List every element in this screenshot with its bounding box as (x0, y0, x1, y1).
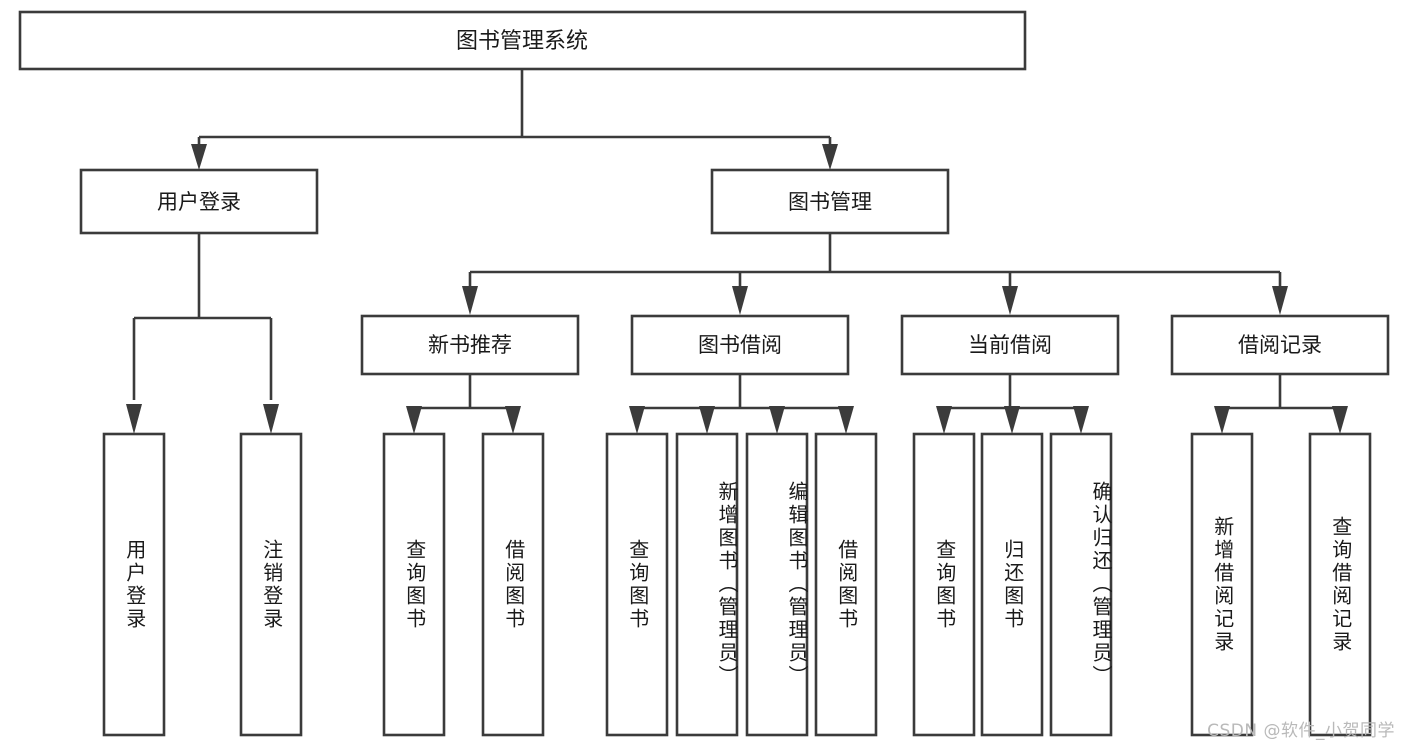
leaf-rect-group (102, 432, 1372, 737)
edge-group-user-login-to-leaves (126, 233, 279, 434)
node-borrow-record[interactable]: 借阅记录 (1170, 314, 1390, 376)
arrow-bm-new-book (462, 286, 478, 315)
edge-group-current-borrow-to-leaves (936, 374, 1089, 434)
arrow-br-leaf-2 (1332, 406, 1348, 434)
arrow-bb-leaf-3 (769, 406, 785, 434)
node-book-borrow[interactable]: 图书借阅 (630, 314, 850, 376)
arrow-bm-borrow-record (1272, 286, 1288, 315)
leaf-rect-book-borrow-3[interactable] (745, 432, 809, 737)
arrow-bb-leaf-4 (838, 406, 854, 434)
node-new-book-recommend-label: 新书推荐 (428, 333, 512, 357)
node-book-manage-rect[interactable] (710, 168, 950, 235)
arrow-br-leaf-1 (1214, 406, 1230, 434)
arrow-bb-leaf-1 (629, 406, 645, 434)
arrow-bm-book-borrow (732, 286, 748, 315)
arrow-root-to-user-login (191, 144, 207, 170)
leaf-rect-user-login-1[interactable] (102, 432, 166, 737)
node-book-manage[interactable]: 图书管理 (710, 168, 950, 235)
node-root[interactable]: 图书管理系统 (18, 10, 1027, 71)
node-book-borrow-rect[interactable] (630, 314, 850, 376)
arrow-bm-current-borrow (1002, 286, 1018, 315)
node-user-login-label: 用户登录 (157, 190, 241, 214)
leaf-rect-borrow-record-2[interactable] (1308, 432, 1372, 737)
arrow-cb-leaf-2 (1004, 406, 1020, 434)
watermark-text: CSDN @软件_小贺同学 (1207, 721, 1395, 741)
leaf-rect-book-borrow-1[interactable] (605, 432, 669, 737)
arrow-cb-leaf-3 (1073, 406, 1089, 434)
node-root-rect[interactable] (18, 10, 1027, 71)
node-current-borrow-rect[interactable] (900, 314, 1120, 376)
node-new-book-recommend-rect[interactable] (360, 314, 580, 376)
leaf-rect-current-borrow-2[interactable] (980, 432, 1044, 737)
arrow-user-login-leaf-2 (263, 404, 279, 434)
node-user-login-rect[interactable] (79, 168, 319, 235)
node-book-borrow-label: 图书借阅 (698, 333, 782, 357)
arrow-bb-leaf-2 (699, 406, 715, 434)
leaf-rect-new-book-2[interactable] (481, 432, 545, 737)
arrow-nb-leaf-1 (406, 406, 422, 434)
node-root-label: 图书管理系统 (456, 29, 588, 54)
arrow-cb-leaf-1 (936, 406, 952, 434)
edge-group-book-manage-to-level3 (462, 233, 1288, 315)
leaf-rect-book-borrow-4[interactable] (814, 432, 878, 737)
leaf-rect-current-borrow-3[interactable] (1049, 432, 1113, 737)
leaf-rect-borrow-record-1[interactable] (1190, 432, 1254, 737)
edge-group-root-to-level2 (191, 69, 838, 170)
leaf-rect-book-borrow-2[interactable] (675, 432, 739, 737)
arrow-nb-leaf-2 (505, 406, 521, 434)
node-borrow-record-rect[interactable] (1170, 314, 1390, 376)
edge-group-borrow-record-to-leaves (1214, 374, 1348, 434)
node-new-book-recommend[interactable]: 新书推荐 (360, 314, 580, 376)
leaf-rect-new-book-1[interactable] (382, 432, 446, 737)
node-current-borrow[interactable]: 当前借阅 (900, 314, 1120, 376)
arrow-user-login-leaf-1 (126, 404, 142, 434)
leaf-rect-current-borrow-1[interactable] (912, 432, 976, 737)
node-book-manage-label: 图书管理 (788, 190, 872, 214)
edge-group-new-book-to-leaves (406, 374, 521, 434)
node-current-borrow-label: 当前借阅 (968, 333, 1052, 357)
leaf-rect-user-login-2[interactable] (239, 432, 303, 737)
node-borrow-record-label: 借阅记录 (1238, 333, 1322, 357)
node-user-login[interactable]: 用户登录 (79, 168, 319, 235)
edge-group-book-borrow-to-leaves (629, 374, 854, 434)
arrow-root-to-book-manage (822, 144, 838, 170)
